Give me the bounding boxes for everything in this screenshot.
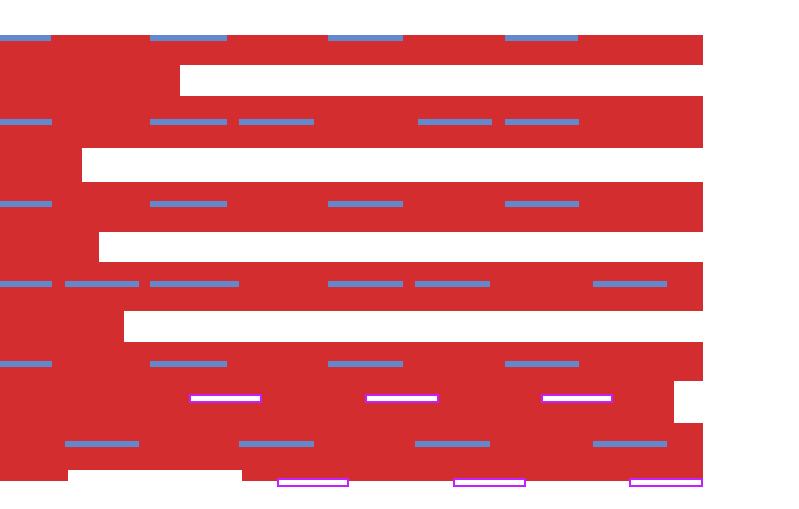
text-line-marker-magenta [189,394,262,403]
cutout-line-gap-3 [99,232,703,262]
text-line-marker-blue [239,441,314,447]
text-line-marker-blue [593,281,667,287]
text-line-marker-blue [0,201,52,207]
text-line-marker-blue [0,281,52,287]
cutout-line-gap-6 [68,470,242,509]
cutout-line-gap-2 [82,148,703,182]
text-line-marker-magenta [277,478,349,487]
text-line-marker-magenta [453,478,526,487]
text-line-marker-magenta [365,394,439,403]
text-line-marker-blue [239,119,314,125]
text-line-marker-blue [505,35,578,41]
text-line-marker-blue [593,441,667,447]
text-line-marker-blue [505,361,579,367]
text-line-marker-blue [505,201,579,207]
text-line-marker-blue [415,441,490,447]
text-line-marker-blue [418,119,492,125]
text-line-marker-blue [415,281,490,287]
redaction-block-row-5 [0,342,703,423]
text-line-marker-blue [150,119,227,125]
text-line-marker-blue [0,119,52,125]
text-line-marker-blue [0,35,51,41]
text-line-marker-blue [0,361,52,367]
text-line-marker-blue [328,201,403,207]
cutout-line-gap-5 [674,381,703,423]
text-line-marker-blue [150,201,227,207]
text-line-marker-magenta [629,478,703,487]
text-line-marker-blue [328,361,403,367]
cutout-line-gap-4 [124,311,703,342]
text-line-marker-blue [150,35,227,41]
text-line-marker-blue [150,281,239,287]
cutout-line-gap-1 [180,65,703,96]
text-line-marker-magenta [541,394,613,403]
text-line-marker-blue [328,35,403,41]
text-line-marker-blue [65,281,139,287]
text-line-marker-blue [505,119,579,125]
text-line-marker-blue [150,361,227,367]
text-line-marker-blue [328,281,403,287]
text-line-marker-blue [65,441,139,447]
